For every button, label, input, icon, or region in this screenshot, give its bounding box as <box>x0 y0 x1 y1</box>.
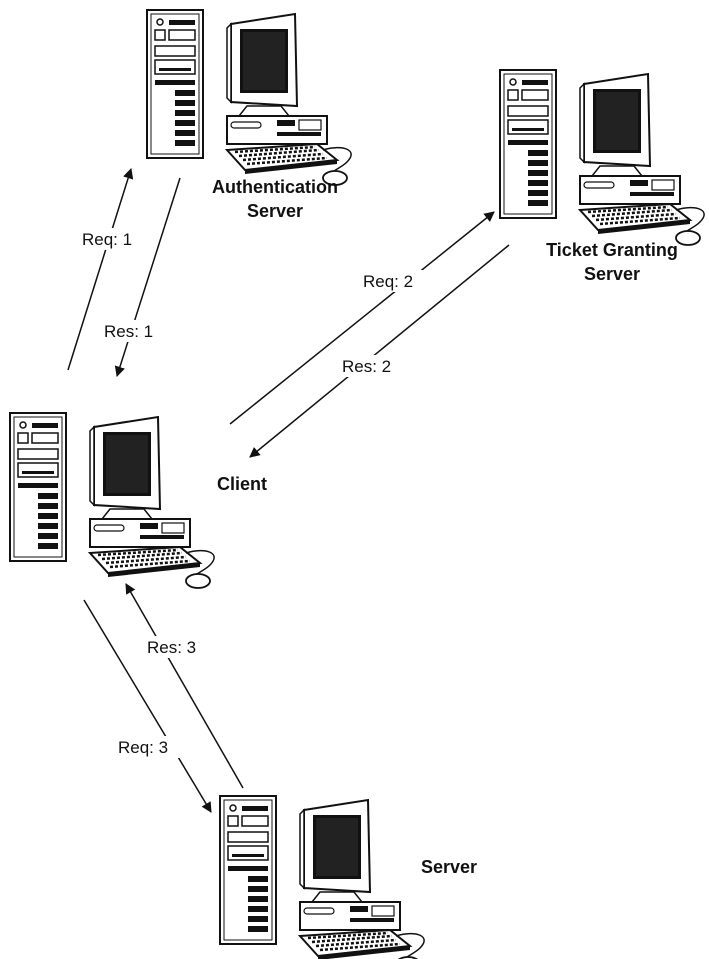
res3-arrow <box>125 583 244 789</box>
authentication-server-computer <box>145 8 353 187</box>
req1-label: Req: 1 <box>82 230 132 249</box>
req2-label: Req: 2 <box>363 272 413 291</box>
res1-label: Res: 1 <box>104 322 153 341</box>
res2-label: Res: 2 <box>342 357 391 376</box>
res3-label: Res: 3 <box>147 638 196 657</box>
server-computer <box>218 794 426 959</box>
req3-arrow <box>83 599 212 813</box>
req1-arrow <box>67 167 134 371</box>
client-computer <box>8 411 216 590</box>
auth-server-label-line2: Server <box>247 201 303 221</box>
tgs-label-line2: Server <box>584 264 640 284</box>
tgs-label-line1: Ticket Granting <box>546 240 678 260</box>
req3-label: Req: 3 <box>118 738 168 757</box>
ticket-granting-server-computer <box>498 68 706 247</box>
res1-arrow <box>114 177 181 378</box>
client-label: Client <box>217 474 267 494</box>
auth-server-label-line1: Authentication <box>212 177 338 197</box>
req2-arrow <box>229 211 495 425</box>
res2-arrow <box>249 244 510 458</box>
server-label: Server <box>421 857 477 877</box>
